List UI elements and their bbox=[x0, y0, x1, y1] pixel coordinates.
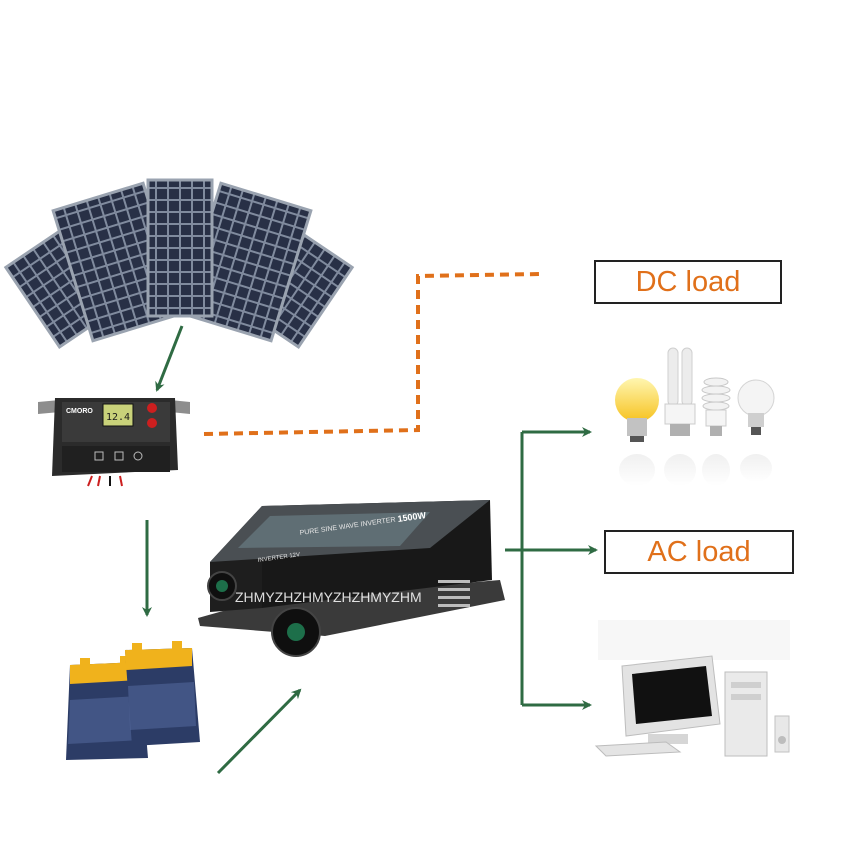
ac-load-label: AC load bbox=[647, 535, 751, 568]
controller-brand: CMORO bbox=[66, 408, 93, 415]
dc-load-label-box: DC load bbox=[594, 260, 782, 304]
white-bulb-icon bbox=[737, 379, 775, 482]
arrow-panels-to-controller bbox=[155, 325, 184, 392]
controller-button-up bbox=[147, 403, 157, 413]
inverter-power: 1500W bbox=[397, 510, 427, 524]
lcd-screen bbox=[102, 403, 134, 427]
inverter-icon: PURE SINE WAVE INVERTER 1500W INVERTER 1… bbox=[198, 500, 505, 657]
watermark-text: ZHMYZHZHMYZHZHMYZHM bbox=[235, 589, 422, 605]
battery-icon bbox=[66, 656, 148, 760]
solar-panel-array bbox=[3, 178, 355, 350]
charge-controller-icon: CMORO 12.4 bbox=[38, 398, 190, 487]
computer-icon bbox=[594, 620, 790, 757]
dc-connection-line bbox=[203, 272, 543, 436]
flow-arrows bbox=[142, 325, 598, 775]
spiral-bulb-icon bbox=[701, 377, 731, 486]
light-bulb-icon bbox=[615, 378, 659, 486]
ac-load-label-box: AC load bbox=[604, 530, 794, 574]
arrow-battery-to-inverter bbox=[216, 688, 302, 775]
battery-bank bbox=[66, 641, 200, 760]
dc-load-label: DC load bbox=[635, 265, 741, 298]
lcd-reading: 12.4 bbox=[106, 412, 130, 423]
cfl-bulb-icon bbox=[664, 347, 696, 486]
inverter-model: INVERTER 12V bbox=[257, 552, 300, 564]
controller-button-down bbox=[147, 418, 157, 428]
battery-icon bbox=[125, 641, 200, 746]
solar-panel-icon bbox=[146, 178, 214, 318]
light-bulbs-group bbox=[615, 347, 775, 486]
